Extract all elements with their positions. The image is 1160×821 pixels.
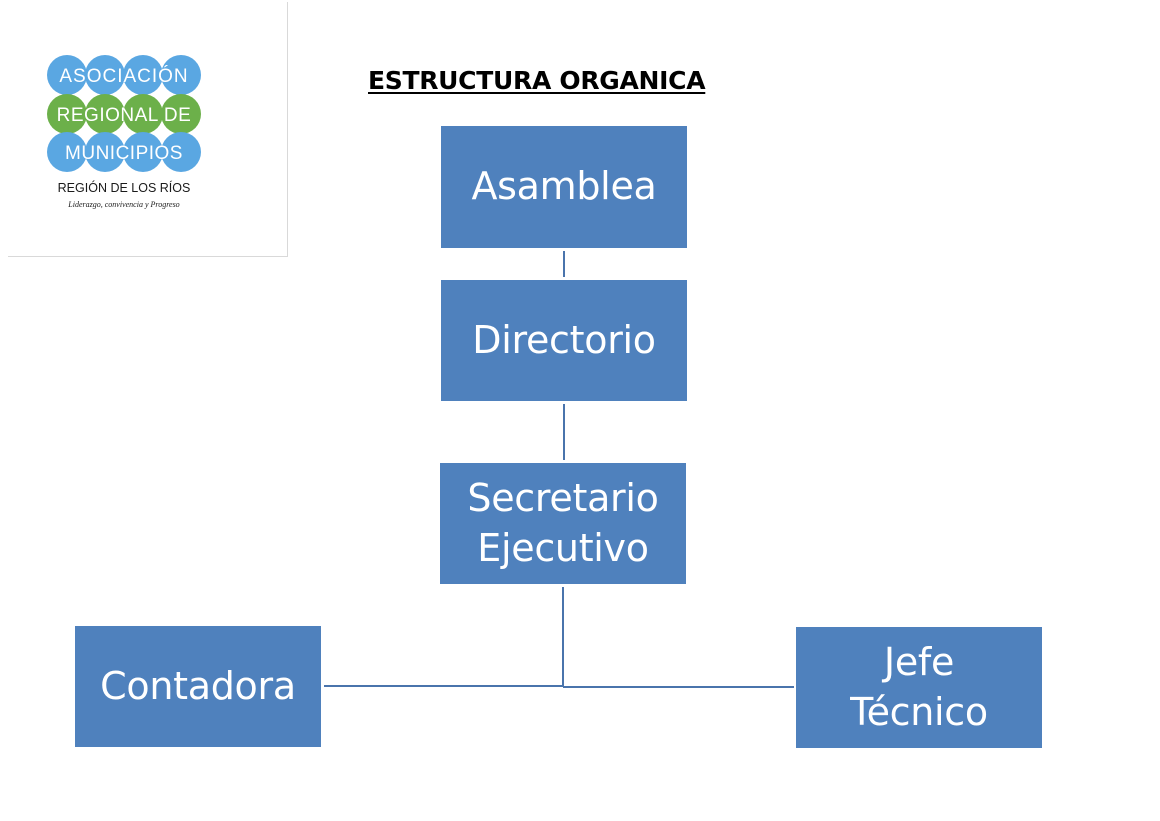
logo-circles-row-2 xyxy=(47,94,201,134)
org-node-directorio: Directorio xyxy=(441,280,687,401)
logo-circles-row-1 xyxy=(47,55,201,95)
logo-circles-row-3 xyxy=(47,132,201,172)
org-node-label: Directorio xyxy=(472,317,656,362)
logo-word-2: REGIONAL DE xyxy=(57,105,192,126)
logo-word-1: ASOCIACIÓN xyxy=(59,65,188,87)
page-title: ESTRUCTURA ORGANICA xyxy=(368,66,706,95)
org-node-contadora: Contadora xyxy=(75,626,321,747)
org-node-secretario-ejecutivo: Secretario Ejecutivo xyxy=(440,463,686,584)
logo-word-3: MUNICIPIOS xyxy=(65,143,183,164)
logo-region-text: REGIÓN DE LOS RÍOS xyxy=(58,180,191,195)
logo-graphic: ASOCIACIÓN REGIONAL DE MUNICIPIOS REGIÓN… xyxy=(47,55,201,209)
org-node-label: Secretario Ejecutivo xyxy=(467,476,659,570)
logo: ASOCIACIÓN REGIONAL DE MUNICIPIOS REGIÓN… xyxy=(8,2,288,257)
org-node-label: Asamblea xyxy=(471,164,657,209)
org-node-label: Contadora xyxy=(100,663,296,708)
logo-tagline: Liderazgo, convivencia y Progreso xyxy=(67,200,179,209)
org-node-label: Jefe Técnico xyxy=(850,640,988,734)
org-node-jefe-tecnico: Jefe Técnico xyxy=(796,627,1042,748)
org-node-asamblea: Asamblea xyxy=(441,126,687,248)
